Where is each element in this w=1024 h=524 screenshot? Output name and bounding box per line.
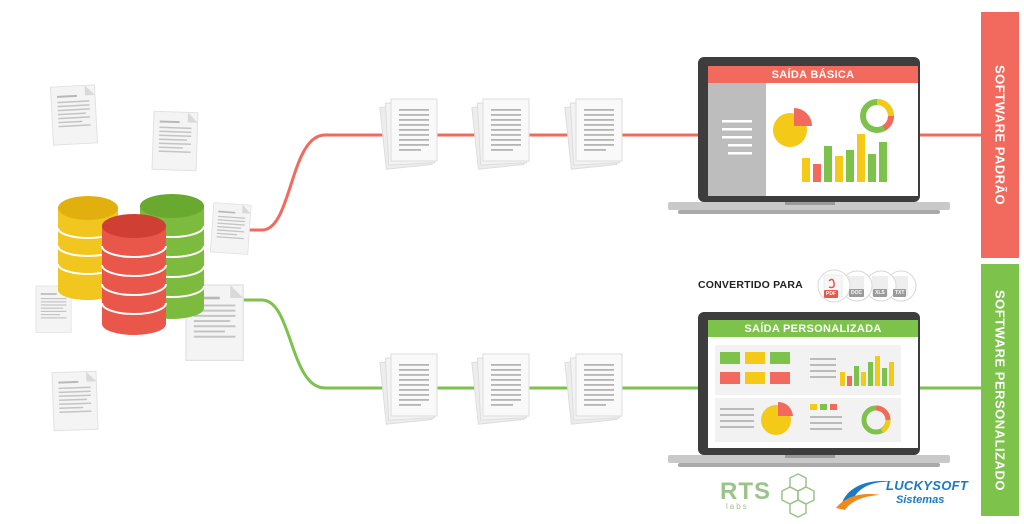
database-red-icon <box>101 214 167 335</box>
document-icon <box>51 370 99 432</box>
custom-software-bar: SOFTWARE PERSONALIZADO <box>981 264 1019 516</box>
custom-output-title: SAÍDA PERSONALIZADA <box>744 322 882 335</box>
document-icon <box>209 202 252 255</box>
format-pdf-label: PDF <box>824 290 838 298</box>
document-icon <box>50 84 98 146</box>
document-stack-icon <box>564 98 623 170</box>
luckysoft-logo-mark <box>836 480 893 510</box>
format-xls-label: XLS <box>873 289 887 297</box>
luckysoft-logo-subtext: Sistemas <box>896 494 945 506</box>
format-txt-label: TXT <box>893 289 907 297</box>
top-flow-line <box>228 133 985 232</box>
rts-logo-subtext: labs <box>726 502 749 511</box>
standard-software-bar: SOFTWARE PADRÃO <box>981 12 1019 258</box>
basic-output-title: SAÍDA BÁSICA <box>771 68 855 81</box>
standard-software-label: SOFTWARE PADRÃO <box>992 64 1008 206</box>
rts-logo-mark <box>781 473 815 518</box>
document-stack-icon <box>379 353 438 425</box>
luckysoft-logo-text: LUCKYSOFT <box>886 478 969 493</box>
bottom-flow-line <box>240 298 985 390</box>
laptop-custom-output <box>668 312 950 467</box>
rts-logo-text: RTS <box>720 478 771 505</box>
format-doc-label: DOC <box>849 289 865 297</box>
document-stack-icon <box>471 353 530 425</box>
custom-software-label: SOFTWARE PERSONALIZADO <box>992 289 1008 491</box>
document-stack-icon <box>471 98 530 170</box>
document-icon <box>151 110 199 172</box>
laptop-basic-output <box>668 57 950 214</box>
converted-to-label: CONVERTIDO PARA <box>698 279 803 291</box>
document-stack-icon <box>379 98 438 170</box>
document-stack-icon <box>564 353 623 425</box>
